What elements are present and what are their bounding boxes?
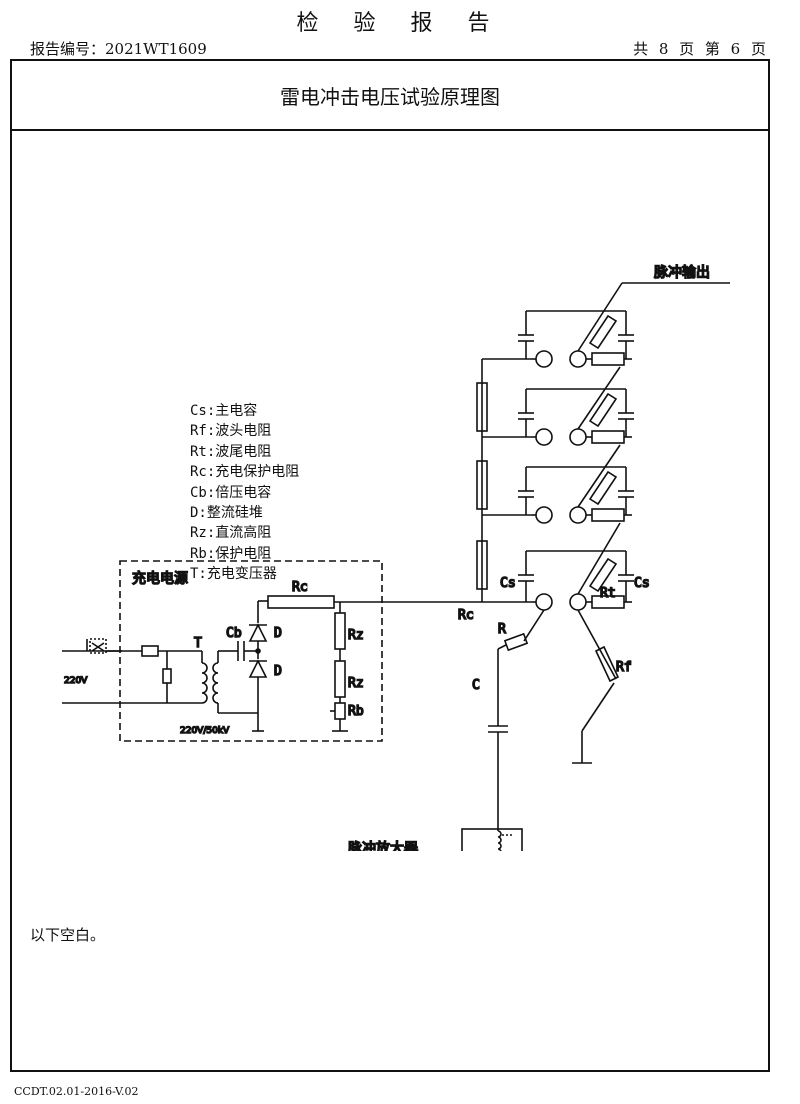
marx-stage-2 — [518, 388, 634, 446]
label-rz2: Rz — [348, 676, 364, 691]
legend-item: Rt:波尾电阻 — [190, 443, 272, 460]
marx-stage-3 — [518, 466, 634, 524]
document-title: 检 验 报 告 — [296, 11, 504, 36]
label-pulse-amplifier: 脉冲放大器 — [348, 841, 418, 851]
rc-column-resistor-3 — [476, 540, 488, 590]
blank-below-note: 以下空白。 — [30, 926, 106, 944]
label-pulse-output: 脉冲输出 — [654, 265, 710, 281]
label-charging-source: 充电电源 — [132, 571, 188, 587]
legend-item: Rb:保护电阻 — [190, 545, 272, 562]
rc-column-resistor-2 — [476, 460, 488, 510]
legend-item: Rc:充电保护电阻 — [190, 464, 300, 481]
legend-item: Rf:波头电阻 — [190, 423, 272, 440]
pulse-amplifier-coil-icon — [497, 830, 502, 851]
label-cs-left: Cs — [500, 576, 516, 591]
rz-resistor-2 — [334, 660, 346, 698]
rz-resistor-1 — [334, 612, 346, 650]
transformer-secondary-coil — [212, 662, 219, 704]
rb-resistor — [334, 702, 346, 720]
label-rc-top: Rc — [292, 580, 308, 595]
form-code: CCDT.02.01-2016-V.02 — [14, 1085, 139, 1098]
label-rc-left: Rc — [458, 608, 474, 623]
trigger-resistor — [503, 632, 529, 652]
rc-top-resistor — [267, 595, 335, 609]
label-rf: Rf — [616, 660, 632, 675]
transformer-primary-coil — [201, 662, 208, 704]
marx-stage-4 — [518, 550, 634, 611]
input-switch-icon — [86, 638, 122, 654]
label-t: T — [194, 636, 202, 651]
label-transformer-rating: 220V/50kV — [180, 726, 230, 736]
diagonal-resistors — [577, 282, 730, 595]
component-legend: Cs:主电容 Rf:波头电阻 Rt:波尾电阻 Rc:充电保护电阻 Cb:倍压电容… — [190, 401, 299, 585]
page-info: 共 8 页 第 6 页 — [633, 40, 766, 58]
legend-item: T:充电变压器 — [190, 566, 277, 583]
pulse-amplifier-box — [461, 828, 523, 851]
label-cs-right: Cs — [634, 576, 650, 591]
report-frame: 雷电冲击电压试验原理图 — [10, 59, 770, 1072]
rc-column-resistor-1 — [476, 382, 488, 432]
label-220v: 220V — [64, 676, 88, 686]
label-rb: Rb — [348, 704, 364, 719]
label-cb: Cb — [226, 626, 242, 641]
label-r: R — [498, 622, 506, 637]
label-rt: Rt — [600, 586, 616, 601]
schematic-drawing: 脉冲输出 充电电源 脉冲放大器 Rc Rc Cs Cs Rt Rf R C T … — [62, 264, 730, 851]
diode-lower-icon — [248, 659, 268, 678]
label-rz1: Rz — [348, 628, 364, 643]
report-number: 报告编号：2021WT1609 — [30, 40, 207, 58]
legend-item: D:整流硅堆 — [190, 505, 263, 522]
input-resistor — [141, 645, 159, 657]
section-title: 雷电冲击电压试验原理图 — [12, 61, 768, 131]
legend-item: Cs:主电容 — [190, 403, 258, 419]
impulse-test-schematic: 脉冲输出 充电电源 脉冲放大器 Rc Rc Cs Cs Rt Rf R C T … — [12, 131, 768, 851]
legend-item: Cb:倍压电容 — [190, 484, 272, 501]
rf-ground-resistor — [594, 645, 620, 683]
legend-item: Rz:直流高阻 — [190, 525, 272, 542]
label-d1: D — [274, 626, 282, 641]
marx-stage-1 — [518, 310, 634, 368]
diode-upper-icon — [248, 623, 268, 642]
label-d2: D — [274, 664, 282, 679]
label-c: C — [472, 678, 480, 693]
